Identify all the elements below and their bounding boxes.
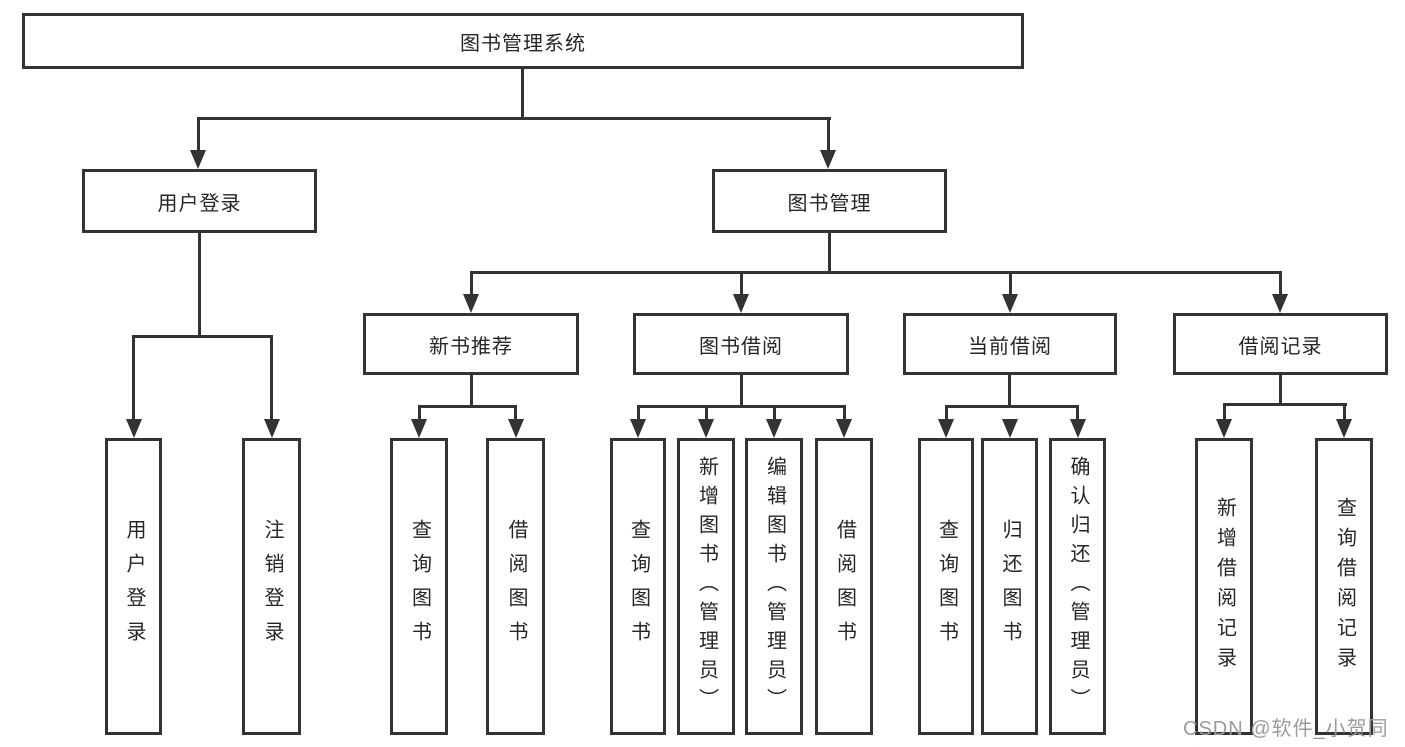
arrow-down-icon bbox=[1070, 419, 1086, 438]
leaf-confirm-return-admin: 确认归还（管理员） bbox=[1049, 438, 1106, 735]
connector bbox=[470, 375, 473, 408]
connector bbox=[521, 69, 524, 120]
connector bbox=[132, 335, 273, 338]
connector bbox=[705, 405, 708, 423]
connector bbox=[197, 117, 831, 120]
arrow-down-icon bbox=[1002, 419, 1018, 438]
node-label: 借阅图书 bbox=[505, 518, 527, 655]
node-book-borrowing: 图书借阅 bbox=[633, 313, 849, 375]
arrow-down-icon bbox=[1272, 294, 1288, 313]
node-label: 图书管理系统 bbox=[460, 32, 586, 55]
node-label: 查询图书 bbox=[627, 518, 650, 655]
node-library-system: 图书管理系统 bbox=[22, 13, 1024, 69]
connector bbox=[843, 405, 846, 423]
connector bbox=[514, 405, 517, 423]
csdn-watermark: CSDN @软件_小贺同学 bbox=[1183, 718, 1389, 740]
node-borrowing-records: 借阅记录 bbox=[1173, 313, 1388, 375]
leaf-borrow-books-recommend: 借阅图书 bbox=[486, 438, 545, 735]
arrow-down-icon bbox=[264, 419, 280, 438]
node-label: 图书管理 bbox=[787, 192, 872, 215]
connector bbox=[1223, 403, 1226, 423]
arrow-down-icon bbox=[190, 150, 206, 169]
connector bbox=[828, 233, 831, 274]
connector bbox=[197, 117, 200, 153]
connector bbox=[945, 405, 948, 423]
connector bbox=[132, 335, 135, 423]
node-label: 注销登录 bbox=[261, 518, 283, 655]
connector bbox=[418, 405, 517, 408]
arrow-down-icon bbox=[836, 419, 852, 438]
connector bbox=[740, 375, 743, 408]
node-current-borrowing: 当前借阅 bbox=[903, 313, 1117, 375]
leaf-query-borrow-record: 查询借阅记录 bbox=[1315, 438, 1373, 735]
node-user-login: 用户登录 bbox=[82, 169, 317, 233]
connector bbox=[637, 405, 846, 408]
leaf-user-login: 用户登录 bbox=[105, 438, 162, 735]
arrow-down-icon bbox=[411, 419, 427, 438]
arrow-down-icon bbox=[1002, 294, 1018, 313]
node-label: 确认归还（管理员） bbox=[1067, 456, 1089, 717]
leaf-return-book: 归还图书 bbox=[981, 438, 1038, 735]
connector bbox=[270, 335, 273, 423]
leaf-borrow-books: 借阅图书 bbox=[815, 438, 873, 735]
connector bbox=[1279, 271, 1282, 298]
connector bbox=[945, 405, 1079, 408]
node-label: 查询图书 bbox=[408, 518, 431, 655]
connector bbox=[827, 117, 830, 153]
connector bbox=[1008, 375, 1011, 408]
node-label: 查询图书 bbox=[935, 518, 958, 655]
connector bbox=[1279, 375, 1282, 406]
connector bbox=[1009, 271, 1012, 298]
node-label: 用户登录 bbox=[123, 518, 145, 655]
connector bbox=[470, 271, 1282, 274]
node-book-management: 图书管理 bbox=[712, 169, 947, 233]
connector bbox=[1223, 403, 1347, 406]
arrow-down-icon bbox=[938, 419, 954, 438]
leaf-edit-book-admin: 编辑图书（管理员） bbox=[745, 438, 803, 735]
node-new-book-recommendation: 新书推荐 bbox=[363, 313, 579, 375]
connector bbox=[637, 405, 640, 423]
node-label: 新增借阅记录 bbox=[1213, 496, 1236, 677]
leaf-add-borrow-record: 新增借阅记录 bbox=[1195, 438, 1253, 735]
node-label: 归还图书 bbox=[999, 518, 1021, 655]
connector bbox=[198, 233, 201, 338]
arrow-down-icon bbox=[463, 294, 479, 313]
arrow-down-icon bbox=[733, 294, 749, 313]
node-label: 当前借阅 bbox=[968, 335, 1052, 358]
leaf-query-books-recommend: 查询图书 bbox=[390, 438, 448, 735]
connector bbox=[1076, 405, 1079, 423]
leaf-query-books-current: 查询图书 bbox=[918, 438, 974, 735]
arrow-down-icon bbox=[766, 419, 782, 438]
connector bbox=[418, 405, 421, 423]
connector bbox=[773, 405, 776, 423]
node-label: 查询借阅记录 bbox=[1333, 496, 1356, 677]
arrow-down-icon bbox=[698, 419, 714, 438]
arrow-down-icon bbox=[508, 419, 524, 438]
node-label: 新书推荐 bbox=[429, 335, 513, 358]
node-label: 用户登录 bbox=[157, 192, 242, 215]
node-label: 借阅记录 bbox=[1238, 335, 1323, 358]
node-label: 编辑图书（管理员） bbox=[763, 456, 786, 717]
arrow-down-icon bbox=[1216, 419, 1232, 438]
node-label: 借阅图书 bbox=[833, 518, 856, 655]
connector bbox=[740, 271, 743, 298]
arrow-down-icon bbox=[1336, 419, 1352, 438]
leaf-add-book-admin: 新增图书（管理员） bbox=[677, 438, 735, 735]
arrow-down-icon bbox=[630, 419, 646, 438]
node-label: 新增图书（管理员） bbox=[695, 456, 718, 717]
connector bbox=[1343, 403, 1346, 423]
node-label: 图书借阅 bbox=[699, 335, 783, 358]
arrow-down-icon bbox=[820, 150, 836, 169]
arrow-down-icon bbox=[126, 419, 142, 438]
leaf-logout: 注销登录 bbox=[242, 438, 301, 735]
leaf-query-books-borrow: 查询图书 bbox=[610, 438, 666, 735]
connector bbox=[470, 271, 473, 298]
